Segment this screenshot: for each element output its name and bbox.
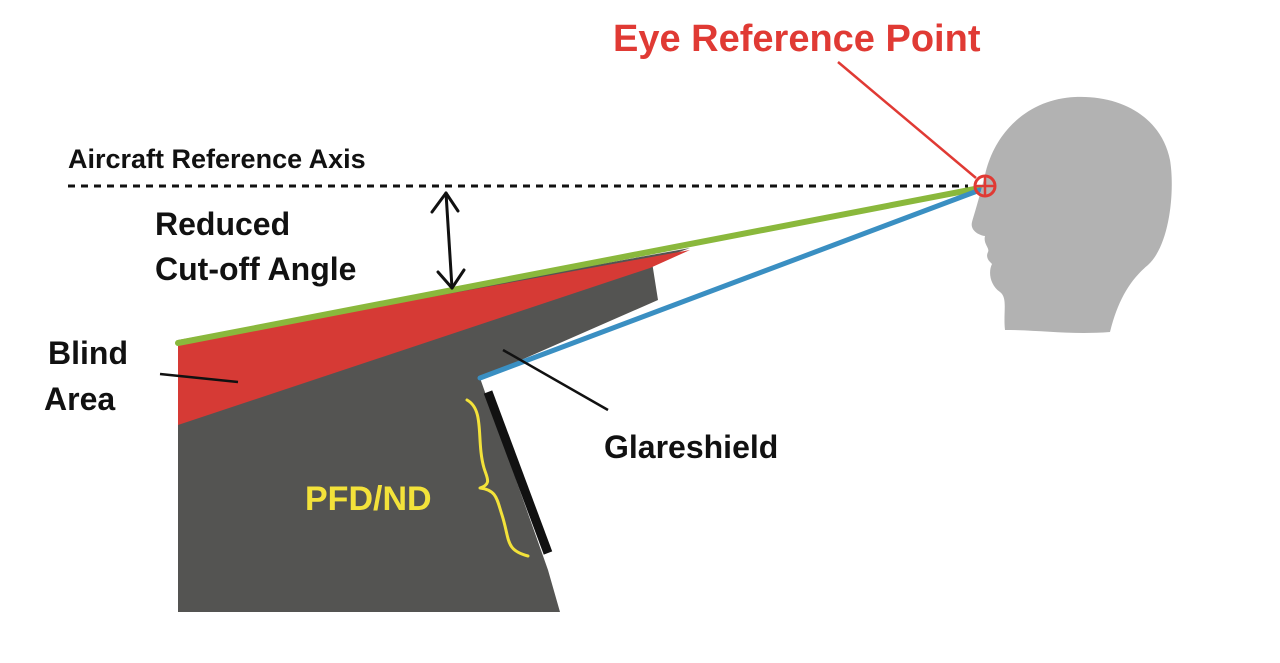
blind-area-pointer: [159, 372, 239, 384]
pfd-nd-bracket-icon: [465, 398, 530, 558]
sight-line-green: [175, 185, 983, 346]
eye-reference-pointer: [837, 61, 977, 179]
pfd-nd-display: [483, 390, 553, 555]
sight-line-blue: [477, 187, 983, 381]
glareshield-label: Glareshield: [604, 429, 778, 465]
eye-reference-point-marker: [973, 174, 997, 198]
blind-area-label-line2: Area: [44, 381, 115, 417]
eye-reference-point-label: Eye Reference Point: [613, 18, 981, 60]
head-silhouette: [971, 96, 1172, 333]
aircraft-reference-axis-label: Aircraft Reference Axis: [68, 144, 366, 174]
reduced-cutoff-angle-label-line2: Cut-off Angle: [155, 251, 356, 287]
reduced-cutoff-angle-label-line1: Reduced: [155, 206, 290, 242]
blind-area-label-line1: Blind: [48, 335, 128, 371]
pfd-nd-label: PFD/ND: [305, 480, 432, 518]
cutoff-angle-arrow-icon: [430, 191, 466, 290]
glareshield-pointer: [502, 348, 609, 412]
blind-area: [178, 250, 690, 425]
